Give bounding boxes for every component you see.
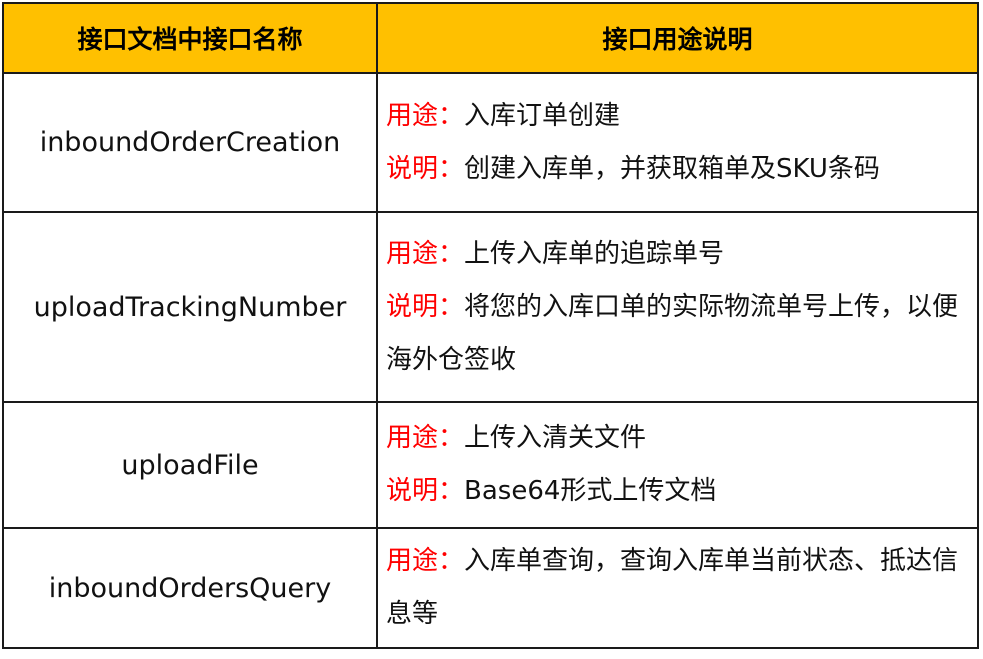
purpose-label: 用途： bbox=[386, 100, 465, 131]
api-description-cell: 用途：入库单查询，查询入库单当前状态、抵达信息等 bbox=[376, 527, 979, 649]
api-name-cell: uploadTrackingNumber bbox=[2, 211, 378, 403]
purpose-label: 用途： bbox=[386, 423, 465, 453]
api-description-cell: 用途：上传入库单的追踪单号 说明：将您的入库口单的实际物流单号上传，以便海外仓签… bbox=[376, 211, 979, 403]
table-header-row: 接口文档中接口名称 接口用途说明 bbox=[2, 2, 979, 74]
purpose-line: 用途：入库单查询，查询入库单当前状态、抵达信息等 bbox=[386, 535, 971, 641]
api-description-cell: 用途：入库订单创建 说明：创建入库单，并获取箱单及SKU条码 bbox=[376, 72, 979, 213]
table-row: inboundOrderCreation 用途：入库订单创建 说明：创建入库单，… bbox=[2, 72, 979, 213]
purpose-line: 用途：上传入清关文件 bbox=[386, 412, 971, 465]
table-row: inboundOrdersQuery 用途：入库单查询，查询入库单当前状态、抵达… bbox=[2, 527, 979, 649]
note-label: 说明： bbox=[386, 153, 465, 184]
column-header-api-purpose: 接口用途说明 bbox=[376, 2, 979, 74]
note-text: 创建入库单，并获取箱单及SKU条码 bbox=[464, 153, 880, 184]
table-row: uploadTrackingNumber 用途：上传入库单的追踪单号 说明：将您… bbox=[2, 211, 979, 403]
column-header-api-name: 接口文档中接口名称 bbox=[2, 2, 378, 74]
purpose-line: 用途：上传入库单的追踪单号 bbox=[386, 228, 971, 281]
purpose-text: 入库单查询，查询入库单当前状态、抵达信息等 bbox=[386, 546, 959, 629]
purpose-line: 用途：入库订单创建 bbox=[386, 90, 971, 143]
table-row: uploadFile 用途：上传入清关文件 说明：Base64形式上传文档 bbox=[2, 401, 979, 529]
api-name-cell: uploadFile bbox=[2, 401, 378, 529]
note-label: 说明： bbox=[386, 476, 465, 506]
note-line: 说明：Base64形式上传文档 bbox=[386, 465, 971, 518]
api-description-cell: 用途：上传入清关文件 说明：Base64形式上传文档 bbox=[376, 401, 979, 529]
purpose-label: 用途： bbox=[386, 238, 465, 269]
purpose-text: 入库订单创建 bbox=[464, 100, 621, 131]
api-table: 接口文档中接口名称 接口用途说明 inboundOrderCreation 用途… bbox=[2, 2, 979, 649]
purpose-text: 上传入清关文件 bbox=[464, 423, 647, 453]
purpose-label: 用途： bbox=[386, 546, 465, 576]
api-name-cell: inboundOrderCreation bbox=[2, 72, 378, 213]
note-label: 说明： bbox=[386, 291, 465, 322]
api-name-cell: inboundOrdersQuery bbox=[2, 527, 378, 649]
note-text: Base64形式上传文档 bbox=[464, 476, 717, 506]
note-text: 将您的入库口单的实际物流单号上传，以便海外仓签收 bbox=[386, 291, 959, 375]
note-line: 说明：创建入库单，并获取箱单及SKU条码 bbox=[386, 143, 971, 196]
purpose-text: 上传入库单的追踪单号 bbox=[464, 238, 725, 269]
note-line: 说明：将您的入库口单的实际物流单号上传，以便海外仓签收 bbox=[386, 281, 971, 387]
